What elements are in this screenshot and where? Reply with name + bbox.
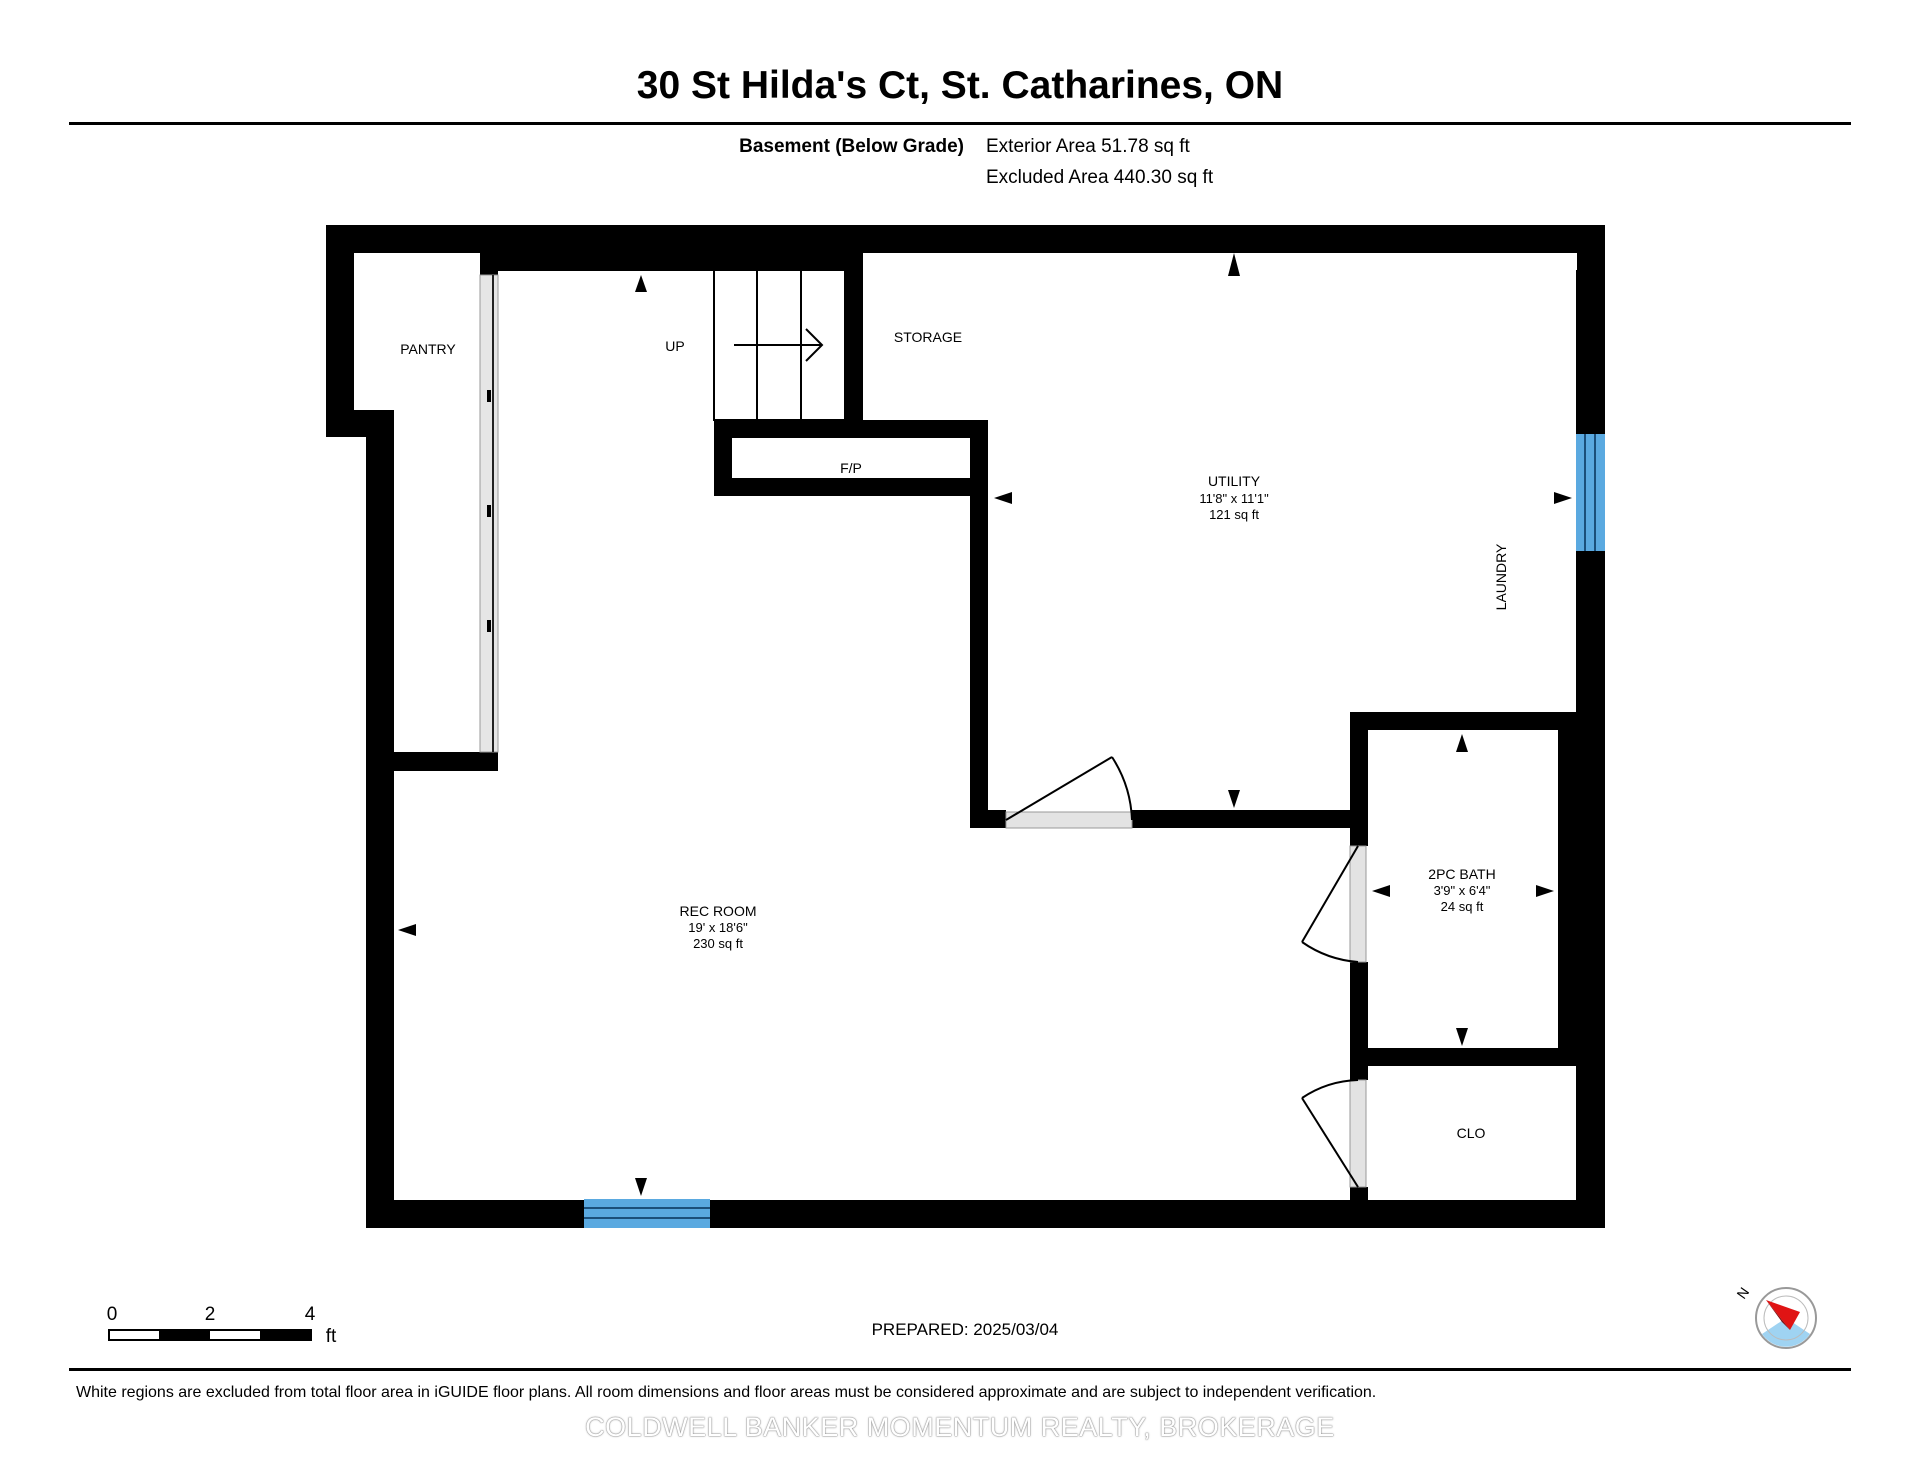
room-fireplace-label: F/P (840, 460, 862, 476)
window-rec-room (584, 1199, 710, 1228)
room-closet-label: CLO (1457, 1125, 1486, 1141)
interior-walls (394, 253, 1605, 1212)
scale-bar: 0 2 4 ft (107, 1304, 337, 1347)
windows (584, 434, 1605, 1228)
room-bath-area: 24 sq ft (1441, 899, 1484, 914)
room-storage-label: STORAGE (894, 329, 962, 345)
excluded-area: Excluded Area 440.30 sq ft (986, 167, 1214, 188)
header-rule (69, 122, 1851, 125)
doors (1005, 756, 1367, 1188)
door-utility (1005, 756, 1133, 829)
exterior-walls (326, 225, 1605, 1228)
room-utility-label: UTILITY (1208, 473, 1261, 489)
scale-tick-0: 0 (107, 1304, 118, 1325)
stairs (713, 269, 846, 421)
room-bath-dims: 3'9" x 6'4" (1434, 883, 1491, 898)
window-utility (1576, 434, 1605, 551)
floor-label: Basement (Below Grade) (739, 136, 964, 157)
scale-tick-2: 2 (205, 1304, 216, 1325)
room-rec-room-area: 230 sq ft (693, 936, 743, 951)
exterior-area: Exterior Area 51.78 sq ft (986, 136, 1190, 157)
disclaimer-text: White regions are excluded from total fl… (76, 1384, 1377, 1401)
compass-icon: N (1733, 1284, 1817, 1349)
brokerage-watermark: COLDWELL BANKER MOMENTUM REALTY, BROKERA… (585, 1412, 1335, 1442)
footer-rule (69, 1368, 1851, 1371)
door-closet (1301, 1079, 1367, 1188)
pantry-sliding-door (479, 274, 499, 753)
scale-tick-4: 4 (305, 1304, 316, 1325)
plan-title: 30 St Hilda's Ct, St. Catharines, ON (636, 64, 1284, 107)
room-stairs-label: UP (665, 338, 684, 354)
prepared-date: PREPARED: 2025/03/04 (871, 1320, 1059, 1339)
compass-north-label: N (1733, 1284, 1752, 1301)
room-rec-room-label: REC ROOM (680, 903, 757, 919)
room-pantry-label: PANTRY (400, 341, 456, 357)
door-bath (1301, 845, 1367, 963)
room-rec-room-dims: 19' x 18'6" (688, 920, 748, 935)
room-laundry-label: LAUNDRY (1493, 543, 1509, 610)
room-utility-area: 121 sq ft (1209, 507, 1259, 522)
dimension-arrows (398, 253, 1572, 1196)
stairs-direction-arrow (734, 328, 824, 362)
room-utility-dims: 11'8" x 11'1" (1199, 491, 1269, 506)
scale-unit: ft (326, 1326, 337, 1347)
room-bath-label: 2PC BATH (1428, 866, 1495, 882)
